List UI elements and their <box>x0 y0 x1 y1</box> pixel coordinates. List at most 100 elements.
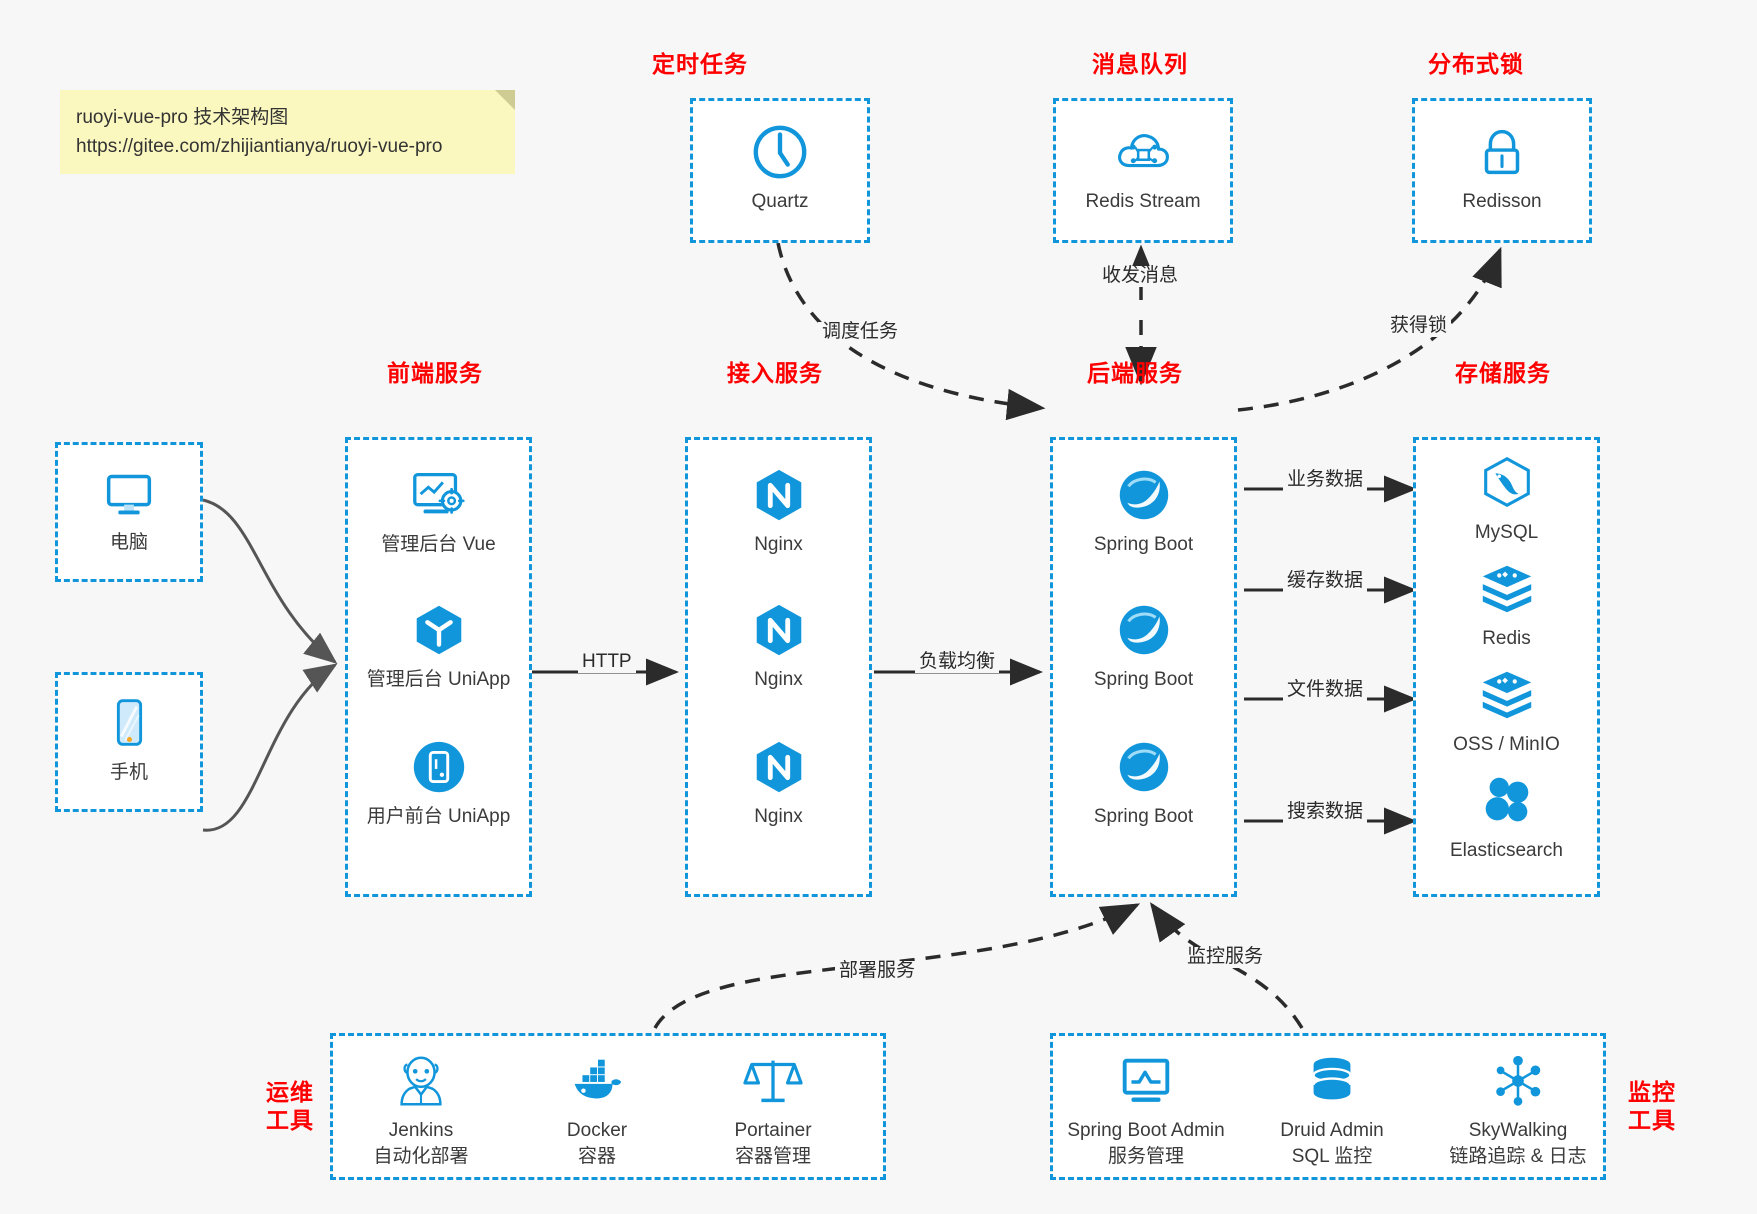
node-mysql[interactable]: MySQL <box>1416 452 1597 545</box>
node-label: 用户前台 UniApp <box>366 806 511 827</box>
node-sublabel: 容器 <box>577 1146 616 1168</box>
edge-label-file-data: 文件数据 <box>1283 679 1368 701</box>
edge-label-deploy-service: 部署服务 <box>835 960 920 982</box>
note-title-line: ruoyi-vue-pro 技术架构图 <box>76 107 289 128</box>
node-nginx-2[interactable]: Nginx <box>688 599 869 692</box>
scales-icon <box>743 1060 803 1103</box>
desktop-icon <box>106 474 152 515</box>
node-label: SkyWalking <box>1468 1120 1568 1141</box>
node-label: Jenkins <box>388 1120 454 1141</box>
group-title-lock: 分布式锁 <box>1428 51 1524 77</box>
node-label: Spring Boot <box>1093 669 1194 690</box>
oss-stack-icon <box>1482 671 1531 719</box>
node-label: Redis Stream <box>1085 191 1201 212</box>
group-box-desktop-client: 电脑 <box>55 442 203 582</box>
devops-title-line1: 运维 <box>266 1079 314 1105</box>
node-label: Portainer <box>734 1120 812 1141</box>
node-label: 管理后台 UniApp <box>366 669 511 690</box>
node-label: Spring Boot <box>1093 534 1194 555</box>
node-label: Nginx <box>754 669 803 690</box>
spring-boot-icon <box>1119 605 1168 655</box>
clock-icon <box>753 125 807 179</box>
node-label: Spring Boot <box>1093 806 1194 827</box>
node-label: Redis <box>1482 628 1531 649</box>
cloud-stream-icon <box>1118 134 1169 168</box>
group-box-frontend: 管理后台 Vue 管理后台 UniApp 用户前台 UniApp <box>345 437 532 897</box>
edge-label-mq: 收发消息 <box>1098 265 1183 287</box>
edge-label-http: HTTP <box>578 651 636 673</box>
node-redis[interactable]: Redis <box>1416 558 1597 651</box>
node-sublabel: 自动化部署 <box>373 1146 469 1168</box>
node-user-uniapp[interactable]: 用户前台 UniApp <box>348 736 529 829</box>
group-title-backend: 后端服务 <box>1087 360 1183 386</box>
node-spring-boot-2[interactable]: Spring Boot <box>1053 599 1234 692</box>
wire-desktop-to-frontend <box>202 498 338 664</box>
node-label: MySQL <box>1474 522 1539 543</box>
node-nginx-1[interactable]: Nginx <box>688 464 869 557</box>
node-label: OSS / MinIO <box>1453 734 1560 755</box>
edge-label-biz-data: 业务数据 <box>1283 469 1368 491</box>
group-box-devops: Jenkins 自动化部署 Docker 容器 <box>330 1033 886 1180</box>
monitoring-title-line1: 监控 <box>1628 1079 1676 1105</box>
edge-label-getlock: 获得锁 <box>1386 315 1452 337</box>
node-docker[interactable]: Docker 容器 <box>509 1050 685 1170</box>
node-portainer[interactable]: Portainer 容器管理 <box>685 1050 861 1170</box>
group-title-scheduler: 定时任务 <box>652 51 748 77</box>
docker-icon <box>574 1059 622 1099</box>
wire-mobile-to-frontend <box>202 663 338 832</box>
node-spring-boot-1[interactable]: Spring Boot <box>1053 464 1234 557</box>
node-label: 手机 <box>109 762 148 783</box>
node-label: Redisson <box>1462 191 1542 212</box>
group-title-storage: 存储服务 <box>1455 360 1551 386</box>
group-title-mq: 消息队列 <box>1092 51 1188 77</box>
group-box-monitoring: Spring Boot Admin 服务管理 Druid Admin SQL 监… <box>1050 1033 1606 1180</box>
group-box-storage: MySQL Redis OSS / MinIO <box>1413 437 1600 897</box>
node-label: Druid Admin <box>1280 1120 1384 1141</box>
node-jenkins[interactable]: Jenkins 自动化部署 <box>333 1050 509 1170</box>
note-fold-corner <box>495 90 515 110</box>
group-title-monitoring: 监控 工具 <box>1620 1078 1684 1134</box>
node-admin-uniapp[interactable]: 管理后台 UniApp <box>348 599 529 692</box>
lock-icon <box>1484 129 1520 175</box>
group-title-frontend: 前端服务 <box>387 360 483 386</box>
node-elasticsearch[interactable]: Elasticsearch <box>1416 770 1597 863</box>
node-label: Quartz <box>751 191 809 212</box>
node-desktop[interactable]: 电脑 <box>58 462 200 555</box>
node-sublabel: 容器管理 <box>734 1146 811 1168</box>
node-mobile[interactable]: 手机 <box>58 692 200 785</box>
group-title-gateway: 接入服务 <box>727 360 823 386</box>
database-icon <box>1312 1057 1352 1100</box>
edge-label-schedule: 调度任务 <box>818 321 903 343</box>
node-label: 管理后台 Vue <box>381 534 496 555</box>
devops-title-line2: 工具 <box>266 1107 314 1134</box>
node-redis-stream[interactable]: Redis Stream <box>1056 121 1230 214</box>
node-admin-vue[interactable]: 管理后台 Vue <box>348 464 529 557</box>
uniapp-cube-icon <box>416 605 461 655</box>
node-sublabel: SQL 监控 <box>1291 1146 1373 1168</box>
node-label: Nginx <box>754 806 803 827</box>
node-nginx-3[interactable]: Nginx <box>688 736 869 829</box>
node-spring-boot-admin[interactable]: Spring Boot Admin 服务管理 <box>1053 1050 1239 1170</box>
group-title-devops: 运维 工具 <box>258 1078 322 1134</box>
spring-boot-icon <box>1119 470 1168 520</box>
node-label: Nginx <box>754 534 803 555</box>
node-skywalking[interactable]: SkyWalking 链路追踪 & 日志 <box>1425 1050 1611 1170</box>
node-sublabel: 服务管理 <box>1107 1146 1184 1168</box>
elasticsearch-icon <box>1485 777 1528 822</box>
node-redisson[interactable]: Redisson <box>1415 121 1589 214</box>
group-box-mq: Redis Stream <box>1053 98 1233 243</box>
monitoring-title-line2: 工具 <box>1628 1107 1676 1134</box>
nginx-icon <box>756 469 801 521</box>
node-druid-admin[interactable]: Druid Admin SQL 监控 <box>1239 1050 1425 1170</box>
node-oss-minio[interactable]: OSS / MinIO <box>1416 664 1597 757</box>
jenkins-icon <box>400 1056 442 1106</box>
node-label: Spring Boot Admin <box>1067 1120 1225 1141</box>
info-note: ruoyi-vue-pro 技术架构图 https://gitee.com/zh… <box>60 90 515 174</box>
group-box-backend: Spring Boot Spring Boot Spring Boot <box>1050 437 1237 897</box>
monitor-chart-icon <box>1122 1058 1170 1102</box>
node-quartz[interactable]: Quartz <box>693 121 867 214</box>
edge-label-load-balance: 负载均衡 <box>915 651 1000 673</box>
node-spring-boot-3[interactable]: Spring Boot <box>1053 736 1234 829</box>
dashboard-vue-icon <box>412 473 465 514</box>
note-url-line: https://gitee.com/zhijiantianya/ruoyi-vu… <box>76 136 443 158</box>
